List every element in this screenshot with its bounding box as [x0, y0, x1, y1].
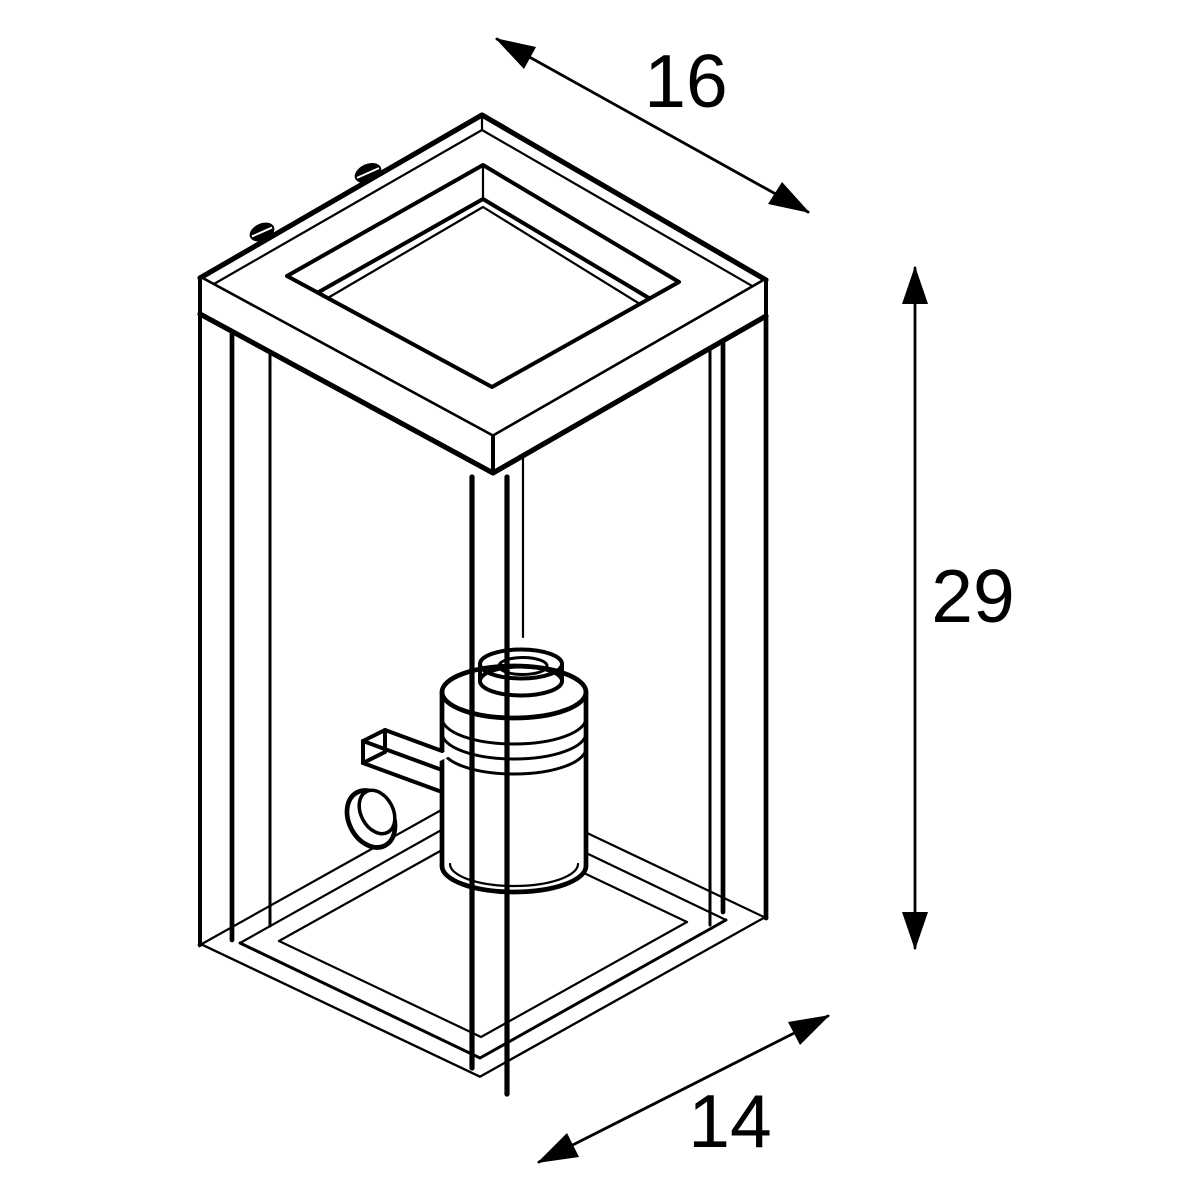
socket-bottom-inner — [448, 862, 580, 888]
glass-seat-front — [277, 920, 689, 1039]
frame-opening-edges — [285, 163, 681, 389]
lamp-socket-assembly — [344, 454, 589, 895]
top-frame — [197, 112, 769, 476]
height-dimension-label: 29 — [931, 554, 1014, 638]
arrowhead-icon — [495, 38, 536, 69]
base-tray — [197, 783, 769, 1114]
opening-wall-left-fill — [287, 165, 483, 310]
front-corner-post — [469, 474, 510, 1097]
width-dimension-line — [495, 37, 810, 214]
base-side-left — [200, 945, 480, 1114]
dimension-width: 16 — [495, 37, 810, 214]
socket-body-fill — [442, 666, 586, 892]
arrowhead-icon — [902, 912, 928, 950]
depth-dimension-line — [537, 1014, 830, 1164]
arrowhead-icon — [902, 266, 928, 304]
arm-bottom-edge — [361, 761, 444, 794]
arrowhead-icon — [537, 1133, 579, 1163]
socket-opening — [497, 656, 549, 676]
arrowhead-icon — [788, 1015, 830, 1045]
base-side-right — [480, 918, 766, 1114]
tray-lip-front — [238, 918, 728, 1060]
frame-side-left — [200, 278, 493, 473]
dimension-height: 29 — [902, 266, 1015, 950]
width-dimension-label: 16 — [644, 39, 727, 123]
knob-inner — [357, 788, 397, 836]
arm-top-front-edge — [361, 739, 444, 772]
switch-arm — [361, 728, 452, 794]
frame-corner-ticks — [198, 276, 768, 475]
depth-dimension-label: 14 — [688, 1079, 771, 1163]
socket-rib — [440, 746, 588, 776]
corner-posts — [198, 312, 769, 947]
dimension-depth: 14 — [537, 1014, 830, 1164]
socket-bottom — [439, 863, 589, 895]
base-top-face — [200, 785, 766, 1078]
glass-top-back-edges — [295, 205, 671, 324]
frame-lid-seam — [198, 113, 768, 296]
frame-side-right — [493, 280, 766, 473]
arm-end-edges — [361, 728, 387, 765]
socket-rib — [440, 716, 588, 746]
arm-top-back-edge — [383, 728, 444, 753]
switch-knob — [344, 788, 398, 850]
socket-collar-top — [478, 647, 564, 681]
socket-rib — [440, 731, 588, 761]
opening-wall-right-fill — [483, 165, 679, 316]
arrowhead-icon — [768, 182, 810, 213]
frame-top-face — [200, 115, 766, 437]
